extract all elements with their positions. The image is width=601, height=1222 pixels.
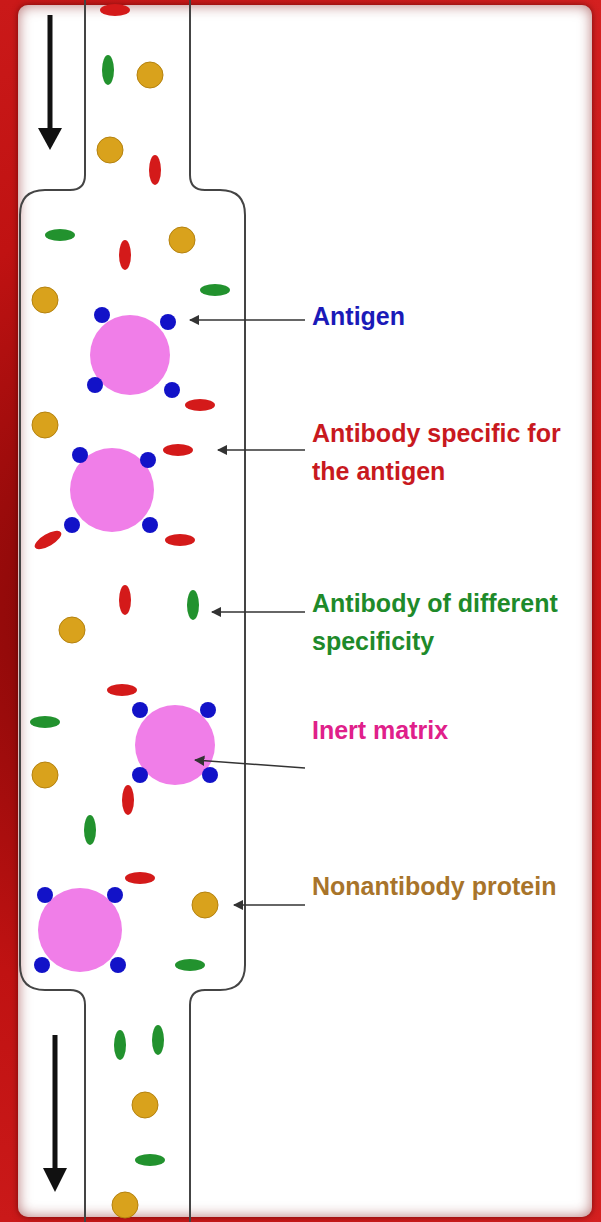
- specific-antibody: [163, 444, 193, 456]
- flow-arrow-head: [38, 128, 62, 150]
- nonantibody-protein: [132, 1092, 158, 1118]
- leader-line: [195, 760, 305, 768]
- nonantibody-protein: [32, 412, 58, 438]
- flow-arrows: [38, 15, 67, 1192]
- leader-lines: [190, 320, 305, 905]
- nonantibody-protein: [112, 1192, 138, 1218]
- specific-antibody: [125, 872, 155, 884]
- leader-line: [234, 904, 305, 906]
- antigen-dot: [107, 887, 123, 903]
- nonantibody-protein: [192, 892, 218, 918]
- antigen-dot: [87, 377, 103, 393]
- specific-antibody: [32, 527, 64, 552]
- nonantibody-protein: [97, 137, 123, 163]
- antigen-dot: [140, 452, 156, 468]
- antigen-dot: [142, 517, 158, 533]
- antigen-dot: [160, 314, 176, 330]
- leader-line: [212, 611, 305, 613]
- nonantibody-protein: [137, 62, 163, 88]
- callout-label: Antibody specific for the antigen: [312, 415, 594, 490]
- particles: [30, 4, 230, 1218]
- antigen-dot: [132, 702, 148, 718]
- other-antibody: [114, 1030, 126, 1060]
- nonantibody-protein: [59, 617, 85, 643]
- nonantibody-protein: [169, 227, 195, 253]
- antigen-dot: [34, 957, 50, 973]
- specific-antibody: [119, 240, 131, 270]
- specific-antibody: [119, 585, 131, 615]
- other-antibody: [135, 1154, 165, 1166]
- antigen-dot: [202, 767, 218, 783]
- flow-arrow: [48, 15, 53, 135]
- specific-antibody: [149, 155, 161, 185]
- specific-antibody: [122, 785, 134, 815]
- nonantibody-protein: [32, 287, 58, 313]
- flow-arrow: [53, 1035, 58, 1175]
- other-antibody: [45, 229, 75, 241]
- antigen-dot: [94, 307, 110, 323]
- antigen-dot: [72, 447, 88, 463]
- callout-label: Antigen: [312, 298, 594, 336]
- antigen-dot: [164, 382, 180, 398]
- antigen-dot: [132, 767, 148, 783]
- other-antibody: [175, 959, 205, 971]
- antigen-dot: [64, 517, 80, 533]
- flow-arrow-head: [43, 1168, 67, 1192]
- leader-line: [218, 449, 305, 451]
- specific-antibody: [107, 684, 137, 696]
- specific-antibody: [165, 534, 195, 546]
- callout-label: Inert matrix: [312, 712, 594, 750]
- callout-label: Antibody of different specificity: [312, 585, 594, 660]
- column-wall-left: [20, 0, 85, 1222]
- other-antibody: [200, 284, 230, 296]
- antigen-dot: [110, 957, 126, 973]
- other-antibody: [30, 716, 60, 728]
- nonantibody-protein: [32, 762, 58, 788]
- other-antibody: [187, 590, 199, 620]
- antigen-dot: [200, 702, 216, 718]
- specific-antibody: [100, 4, 130, 16]
- other-antibody: [152, 1025, 164, 1055]
- specific-antibody: [185, 399, 215, 411]
- callout-label: Nonantibody protein: [312, 868, 594, 906]
- antigen-dot: [37, 887, 53, 903]
- inert-matrix-bead: [38, 888, 122, 972]
- leader-line: [190, 319, 305, 321]
- other-antibody: [102, 55, 114, 85]
- other-antibody: [84, 815, 96, 845]
